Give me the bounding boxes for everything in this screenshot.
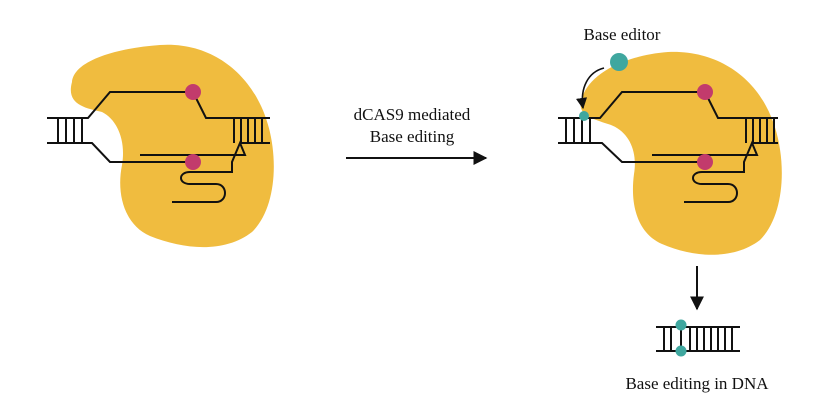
cas9-protein-shape: [70, 44, 274, 248]
process-label-line1: dCAS9 mediated: [354, 105, 471, 124]
process-label-line2: Base editing: [370, 127, 455, 146]
edited-base-dot: [579, 111, 589, 121]
duplex-rungs-right-editor: [745, 118, 775, 143]
guide-dot-top-editor: [697, 84, 713, 100]
base-editor-label: Base editor: [584, 25, 661, 44]
dcas9-complex-before: [47, 44, 274, 248]
base-editor-dot: [610, 53, 628, 71]
duplex-rungs-left-editor: [565, 118, 591, 143]
edited-base-dot-bottom: [675, 345, 687, 357]
guide-dot-bottom: [185, 154, 201, 170]
result-label: Base editing in DNA: [625, 374, 769, 393]
guide-dot-top: [185, 84, 201, 100]
dcas9-complex-after: Base editor: [558, 25, 782, 255]
dna-strands-editor: [558, 91, 778, 203]
guide-dot-bottom-editor: [697, 154, 713, 170]
duplex-rungs-left: [57, 118, 83, 143]
process-step: dCAS9 mediated Base editing: [346, 105, 488, 165]
cas9-protein-shape-editor: [580, 51, 782, 255]
edited-dna-duplex: [656, 319, 740, 357]
duplex-rungs-right: [233, 118, 263, 143]
edited-base-dot-top: [675, 319, 687, 331]
curved-arrow-icon: [575, 67, 605, 110]
